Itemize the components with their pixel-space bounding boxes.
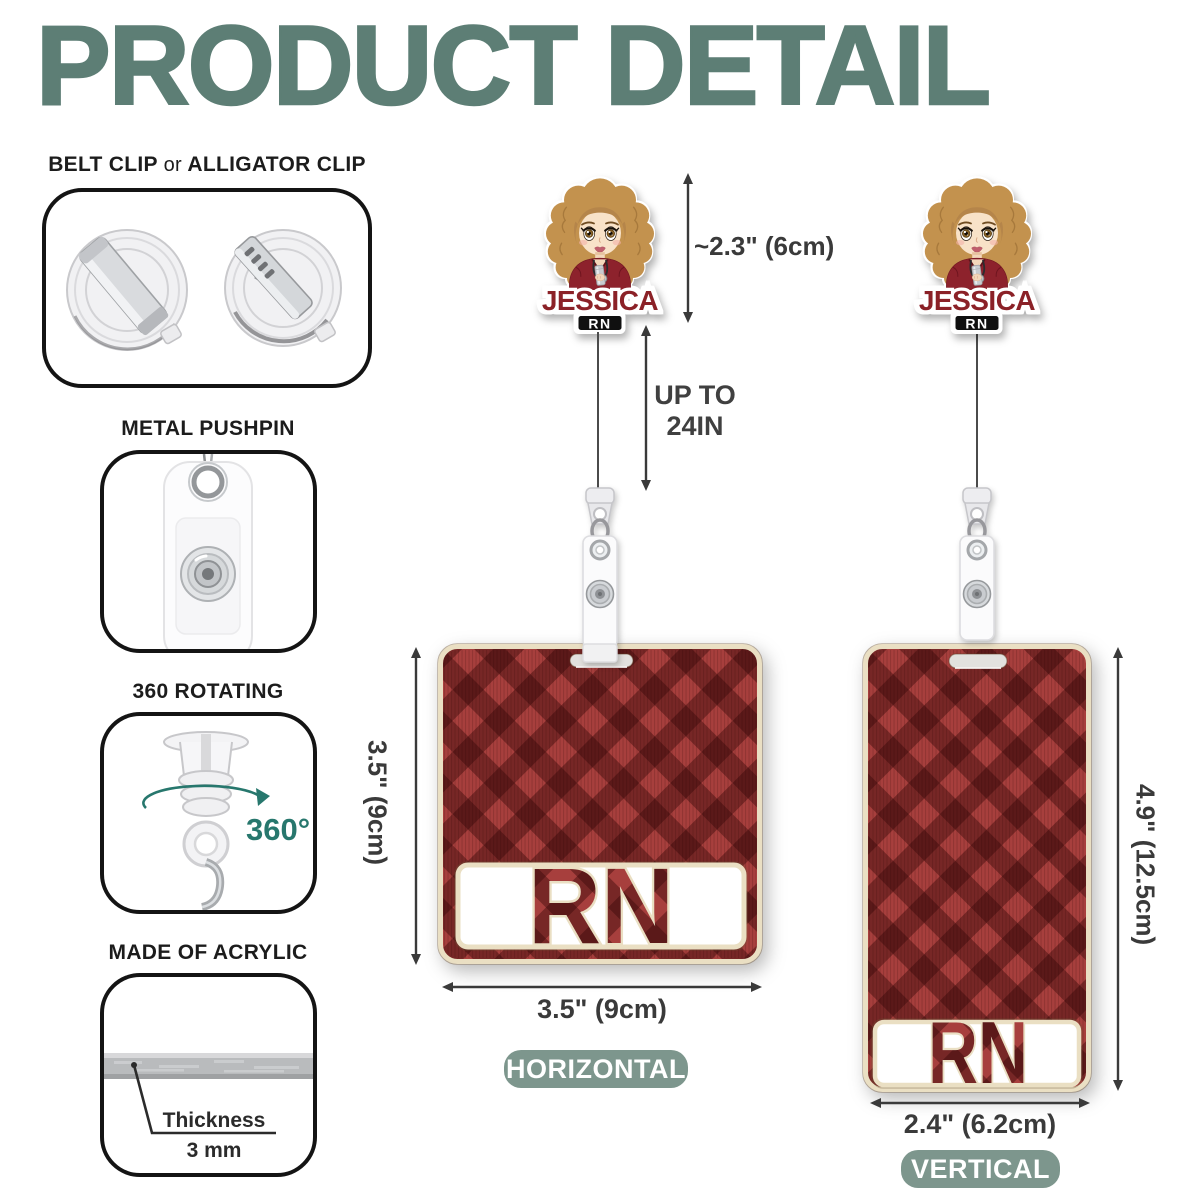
horizontal-badge-card: RN	[437, 643, 763, 965]
horizontal-width-arrow	[442, 982, 762, 992]
retractable-cord-right	[976, 332, 978, 488]
cord-length-line1: UP TO	[654, 380, 736, 410]
clip-heading: BELT CLIP or ALLIGATOR CLIP	[42, 153, 372, 177]
character-name: JESSICA	[542, 285, 659, 316]
badge-name-window-horizontal	[455, 862, 747, 950]
clip-heading-conj: or	[163, 154, 182, 176]
vertical-height-arrow	[1113, 647, 1123, 1091]
thickness-value: 3 mm	[187, 1139, 242, 1162]
badge-letters-vertical: RN	[928, 1003, 1028, 1093]
horizontal-height-label: 3.5" (9cm)	[362, 740, 393, 866]
character-credential: RN	[965, 316, 988, 332]
rotating-swivel-image: 360°	[142, 731, 310, 910]
acrylic-image-box: Thickness 3 mm	[100, 973, 317, 1177]
badge-slot-vertical	[948, 653, 1008, 669]
horizontal-orientation-pill: HORIZONTAL	[504, 1050, 688, 1088]
acrylic-edge-image: Thickness 3 mm	[104, 1053, 313, 1162]
clip-heading-part2: ALLIGATOR CLIP	[187, 153, 366, 176]
clip-heading-part1: BELT CLIP	[48, 153, 158, 176]
character-name: JESSICA	[919, 285, 1036, 316]
rotating-heading: 360 ROTATING	[132, 680, 284, 703]
badge-letters-horizontal: RN	[528, 845, 674, 965]
charm-height-label: ~2.3" (6cm)	[694, 231, 835, 261]
character-charm-horizontal: JESSICA RN	[539, 177, 662, 333]
cord-length-line2: 24IN	[666, 411, 724, 442]
retractable-cord-left	[597, 332, 599, 490]
vertical-orientation-pill: VERTICAL	[901, 1150, 1060, 1188]
vertical-height-label: 4.9" (12.5cm)	[1130, 784, 1161, 946]
horizontal-height-arrow	[411, 647, 421, 965]
badge-reel-strap-left	[582, 487, 618, 663]
metal-pushpin-image	[163, 454, 253, 649]
horizontal-width-label: 3.5" (9cm)	[537, 994, 667, 1024]
pushpin-image-box	[100, 450, 317, 653]
rotating-image-box: 360°	[100, 712, 317, 914]
cord-length-arrow	[641, 325, 651, 491]
character-credential: RN	[588, 316, 611, 332]
character-charm-vertical: JESSICA RN	[916, 177, 1039, 333]
thickness-label: Thickness	[163, 1109, 266, 1132]
badge-name-window-vertical	[872, 1019, 1082, 1088]
charm-height-arrow	[683, 173, 693, 323]
vertical-badge-card: RN	[862, 643, 1092, 1093]
vertical-width-arrow	[870, 1098, 1090, 1108]
pushpin-heading: METAL PUSHPIN	[121, 417, 295, 440]
acrylic-heading: MADE OF ACRYLIC	[108, 941, 308, 964]
page-title: PRODUCT DETAIL	[35, 3, 992, 128]
cord-length-note: UP TO 24IN	[640, 380, 750, 442]
vertical-width-label: 2.4" (6.2cm)	[903, 1109, 1057, 1139]
rotating-degrees-label: 360°	[246, 812, 310, 847]
clip-image-box	[42, 188, 372, 388]
badge-reel-strap-right	[959, 487, 995, 641]
belt-clip-alligator-clip-image	[66, 229, 342, 351]
